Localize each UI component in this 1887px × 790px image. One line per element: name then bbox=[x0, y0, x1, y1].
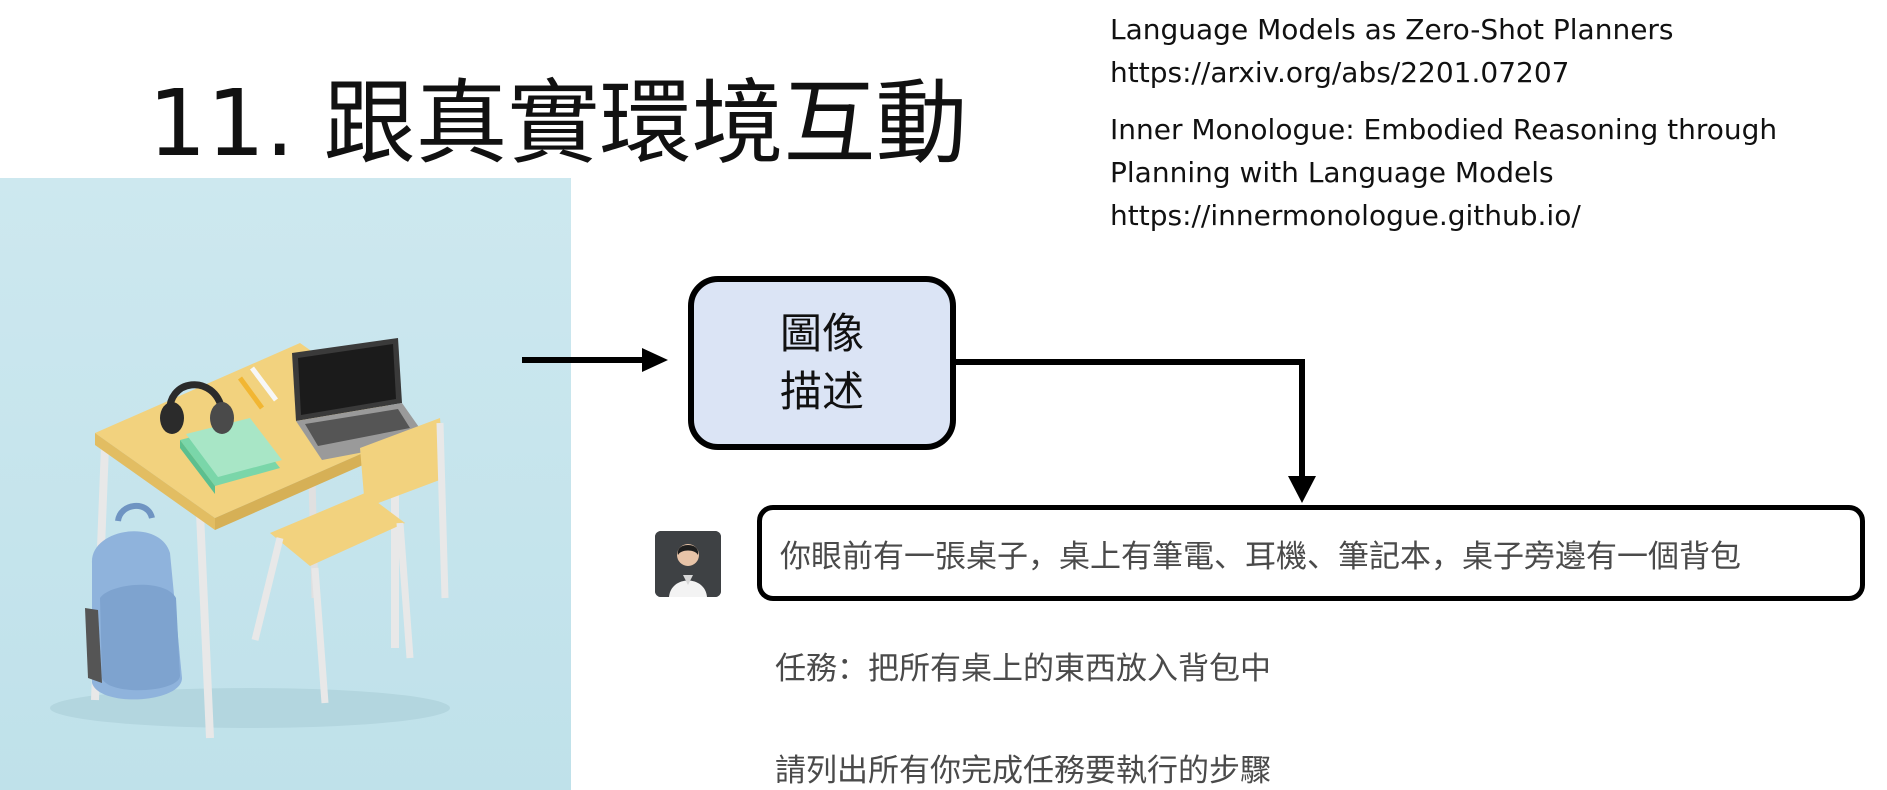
task-text: 任務：把所有桌上的東西放入背包中 bbox=[775, 651, 1271, 687]
desk-illustration bbox=[50, 338, 450, 739]
user-avatar-icon bbox=[655, 531, 721, 597]
prompt-box: 你眼前有一張桌子，桌上有筆電、耳機、筆記本，桌子旁邊有一個背包 bbox=[757, 505, 1865, 601]
ref-2-title-line2: Planning with Language Models bbox=[1110, 156, 1554, 189]
box-label-line1: 圖像 bbox=[779, 309, 864, 358]
arrow-to-box bbox=[522, 348, 668, 372]
ref-1-title: Language Models as Zero-Shot Planners bbox=[1110, 13, 1674, 46]
avatar bbox=[655, 531, 721, 597]
ref-1-url[interactable]: https://arxiv.org/abs/2201.07207 bbox=[1110, 56, 1570, 89]
prompt-text: 你眼前有一張桌子，桌上有筆電、耳機、筆記本，桌子旁邊有一個背包 bbox=[780, 538, 1741, 575]
box-label-line2: 描述 bbox=[779, 367, 864, 416]
instruction-text: 請列出所有你完成任務要執行的步驟 bbox=[775, 753, 1271, 789]
ref-2-title-line1: Inner Monologue: Embodied Reasoning thro… bbox=[1110, 113, 1778, 146]
slide-title: 11. 跟真實環境互動 bbox=[148, 70, 968, 177]
ref-2-url[interactable]: https://innermonologue.github.io/ bbox=[1110, 199, 1581, 232]
desk-photo bbox=[0, 178, 571, 790]
references: Language Models as Zero-Shot Planners ht… bbox=[1110, 8, 1880, 237]
image-description-box: 圖像 描述 bbox=[688, 276, 956, 450]
